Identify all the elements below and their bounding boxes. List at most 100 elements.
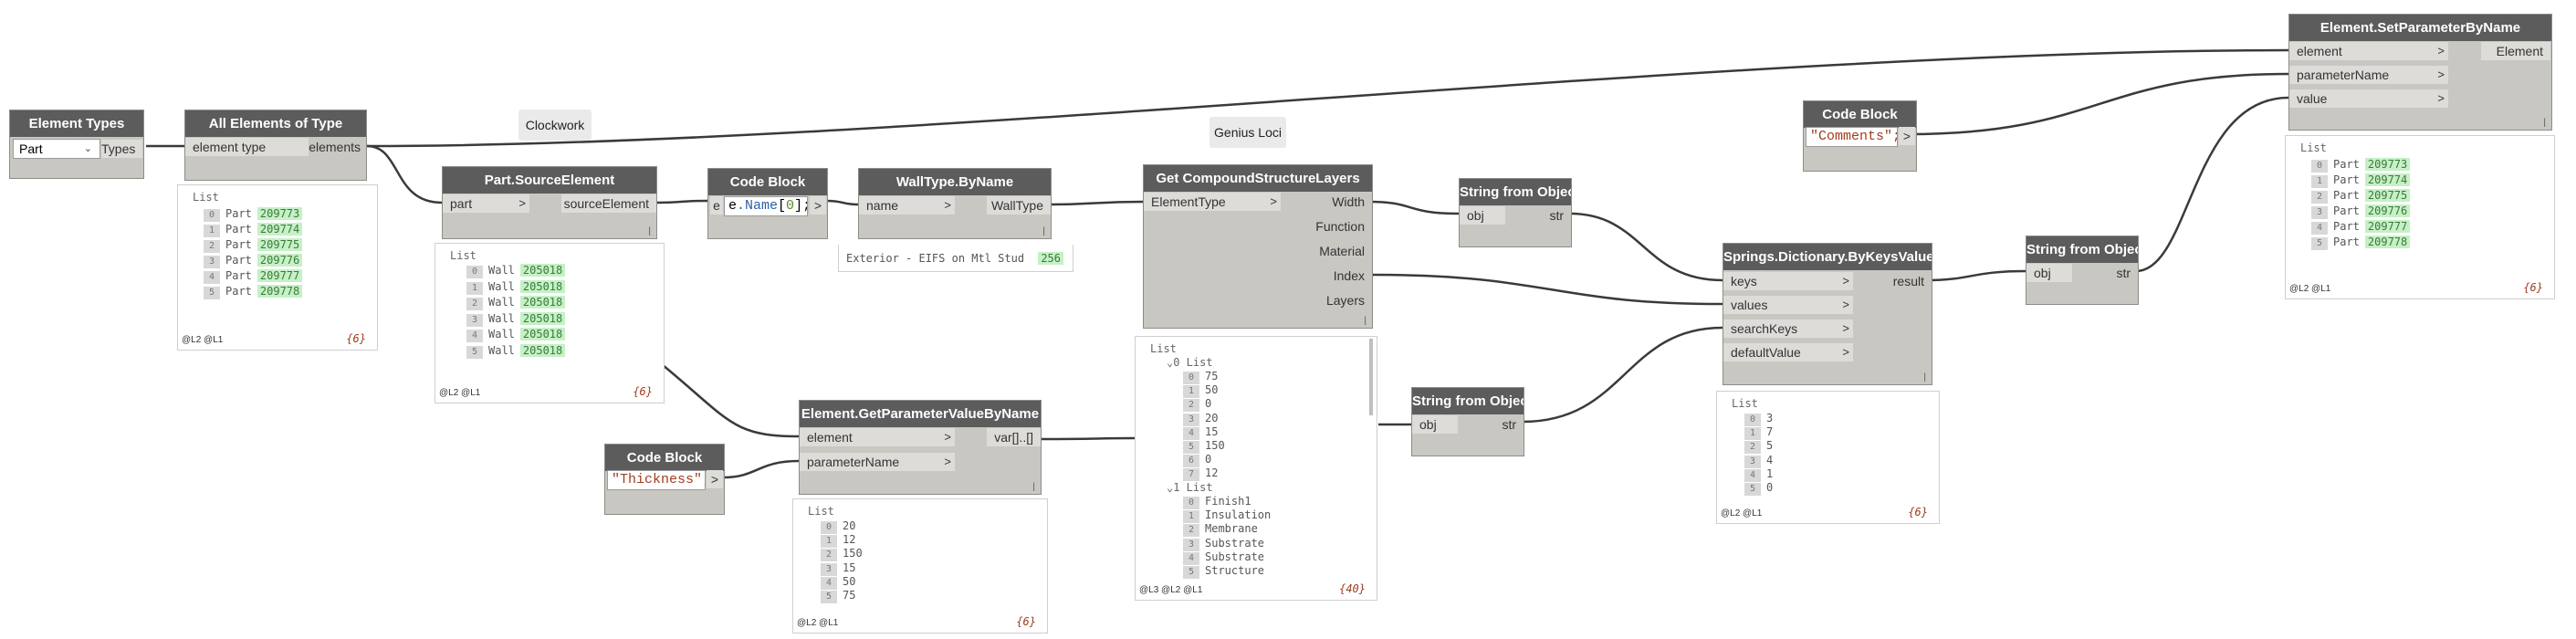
input-port-name[interactable]: name > bbox=[859, 196, 955, 215]
input-port-obj[interactable]: obj bbox=[1460, 206, 1505, 225]
node-set-parameter-by-name[interactable]: Element.SetParameterByName element > par… bbox=[2288, 14, 2552, 131]
input-port-keys[interactable]: keys > bbox=[1723, 272, 1853, 290]
input-port-part[interactable]: part > bbox=[443, 194, 529, 213]
element-id[interactable]: 205018 bbox=[519, 279, 566, 293]
note-genius-loci[interactable]: Genius Loci bbox=[1209, 117, 1286, 148]
wire-thickness-to-paramname[interactable] bbox=[722, 459, 800, 479]
node-string-from-object-3[interactable]: String from Object obj str bbox=[2026, 236, 2139, 305]
element-type-dropdown[interactable]: Part ⌄ bbox=[13, 139, 100, 159]
element-id[interactable]: 205018 bbox=[519, 343, 566, 357]
element-id[interactable]: 205018 bbox=[519, 328, 566, 340]
wire-source-to-code[interactable] bbox=[656, 199, 708, 204]
wire-getparam-to-compound[interactable] bbox=[1040, 436, 1136, 441]
wire-str2-to-searchkeys[interactable] bbox=[1522, 326, 1723, 424]
code-editor[interactable]: e.Name[0]; bbox=[724, 196, 808, 216]
node-code-block-comments[interactable]: Code Block "Comments"; > bbox=[1803, 100, 1917, 172]
element-id[interactable]: 209775 bbox=[257, 238, 303, 251]
output-port-str[interactable]: str bbox=[2116, 266, 2131, 280]
input-port-parameter-name[interactable]: parameterName > bbox=[800, 453, 955, 471]
input-port-values[interactable]: values > bbox=[1723, 296, 1853, 314]
node-springs-dictionary[interactable]: Springs.Dictionary.ByKeysValues keys > v… bbox=[1723, 243, 1932, 385]
input-port-obj[interactable]: obj bbox=[1412, 415, 1458, 434]
output-port-str[interactable]: str bbox=[1502, 417, 1516, 432]
element-id[interactable]: 209773 bbox=[257, 207, 303, 220]
element-id[interactable]: 209776 bbox=[2364, 204, 2411, 217]
output-port-function[interactable]: Function bbox=[1315, 219, 1365, 234]
node-lacing-indicator: | bbox=[1042, 226, 1045, 236]
output-port-walltype[interactable]: WallType bbox=[987, 196, 1051, 215]
wire-source-to-getparam[interactable] bbox=[656, 360, 800, 438]
output-port-code[interactable]: > bbox=[707, 470, 723, 488]
node-all-elements-of-type[interactable]: All Elements of Type element type elemen… bbox=[184, 110, 367, 181]
output-port-code[interactable]: > bbox=[1899, 127, 1915, 145]
code-editor[interactable]: "Thickness"; bbox=[607, 470, 706, 490]
input-port-parameter-name[interactable]: parameterName > bbox=[2289, 66, 2448, 84]
element-id[interactable]: 209777 bbox=[257, 269, 303, 282]
input-port-element-type[interactable]: element type bbox=[185, 138, 309, 156]
element-id[interactable]: 209775 bbox=[2364, 189, 2411, 202]
wire-width-to-str1[interactable] bbox=[1368, 200, 1460, 215]
input-port-element-type[interactable]: ElementType > bbox=[1144, 193, 1281, 211]
node-code-block-name[interactable]: Code Block e e.Name[0]; > bbox=[707, 168, 828, 239]
node-string-from-object-1[interactable]: String from Object obj str bbox=[1459, 178, 1572, 247]
wire-str3-to-value[interactable] bbox=[2135, 96, 2289, 273]
node-get-compound-structure-layers[interactable]: Get CompoundStructureLayers ElementType … bbox=[1143, 164, 1373, 329]
output-port-material[interactable]: Material bbox=[1319, 244, 1365, 258]
input-port-search-keys[interactable]: searchKeys > bbox=[1723, 320, 1853, 338]
output-port-source-element[interactable]: sourceElement bbox=[561, 194, 656, 213]
output-port-types[interactable]: Types bbox=[101, 140, 142, 158]
element-id[interactable]: 209777 bbox=[2364, 220, 2411, 233]
preview-scrollbar[interactable] bbox=[1369, 339, 1373, 415]
wire-code-to-walltype[interactable] bbox=[825, 199, 859, 206]
node-string-from-object-2[interactable]: String from Object obj str bbox=[1411, 387, 1524, 456]
node-get-parameter-value-by-name[interactable]: Element.GetParameterValueByName element … bbox=[799, 400, 1042, 495]
output-port-var[interactable]: var[]..[] bbox=[987, 428, 1041, 446]
node-part-source-element[interactable]: Part.SourceElement part > sourceElement … bbox=[442, 166, 657, 239]
element-id[interactable]: 209773 bbox=[2364, 158, 2411, 171]
output-port-width[interactable]: Width bbox=[1332, 194, 1365, 209]
output-port-result[interactable]: result bbox=[1892, 274, 1924, 288]
input-port-e[interactable]: e bbox=[710, 196, 723, 215]
preview-walltype[interactable]: Exterior - EIFS on Mtl Stud 256 bbox=[838, 245, 1073, 272]
element-id[interactable]: 209774 bbox=[2364, 173, 2411, 186]
element-id[interactable]: 205018 bbox=[519, 296, 566, 309]
output-port-index[interactable]: Index bbox=[1333, 268, 1365, 283]
wire-str1-to-keys[interactable] bbox=[1569, 212, 1723, 282]
port-label: part bbox=[450, 196, 473, 211]
element-id[interactable]: 209778 bbox=[257, 285, 303, 298]
wire-walltype-to-compound[interactable] bbox=[1049, 200, 1144, 206]
output-port-str[interactable]: str bbox=[1549, 208, 1564, 223]
port-label: keys bbox=[1731, 274, 1757, 288]
output-port-layers[interactable]: Layers bbox=[1325, 293, 1365, 308]
input-port-default-value[interactable]: defaultValue > bbox=[1723, 343, 1853, 361]
input-port-value[interactable]: value > bbox=[2289, 89, 2448, 108]
wire-result-to-str3[interactable] bbox=[1925, 269, 2026, 282]
input-port-element[interactable]: element > bbox=[800, 428, 955, 446]
element-id[interactable]: 209776 bbox=[257, 254, 303, 267]
output-port-element[interactable]: Element bbox=[2481, 42, 2550, 60]
code-editor[interactable]: "Comments"; bbox=[1806, 127, 1898, 147]
note-clockwork[interactable]: Clockwork bbox=[518, 110, 592, 141]
output-port-elements[interactable]: elements bbox=[309, 140, 361, 154]
node-walltype-by-name[interactable]: WallType.ByName name > WallType | bbox=[858, 168, 1052, 239]
wire-elements-to-setparam[interactable] bbox=[366, 48, 2289, 148]
output-port-code[interactable]: > bbox=[810, 196, 826, 215]
node-element-types[interactable]: Element Types Part ⌄ Types bbox=[9, 110, 144, 179]
element-id[interactable]: 209774 bbox=[257, 223, 303, 236]
list-index: 1 bbox=[1183, 510, 1199, 524]
element-id[interactable]: 209778 bbox=[2364, 236, 2411, 248]
input-port-obj[interactable]: obj bbox=[2026, 264, 2072, 282]
node-code-block-thickness[interactable]: Code Block "Thickness"; > bbox=[604, 444, 725, 515]
wire-index-to-values[interactable] bbox=[1368, 273, 1723, 306]
wire-elements-to-part[interactable] bbox=[366, 144, 443, 204]
element-id[interactable]: 205018 bbox=[519, 311, 566, 325]
element-id[interactable]: 205018 bbox=[519, 264, 566, 277]
wire-comments-to-paramname[interactable] bbox=[1907, 72, 2289, 136]
input-port-element[interactable]: element > bbox=[2289, 42, 2448, 60]
